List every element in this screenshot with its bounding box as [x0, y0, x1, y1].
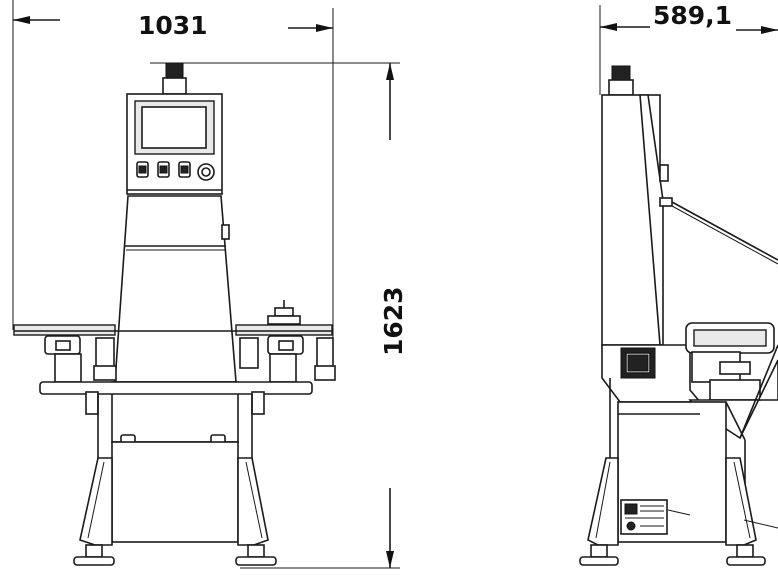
width-dimension: 1031 [12, 0, 334, 370]
side-foot-right [736, 544, 754, 558]
side-foot-left [590, 544, 608, 558]
front-foot-left [85, 544, 103, 558]
depth-dimension: 589,1 [599, 1, 778, 95]
side-top-connector [611, 65, 631, 81]
side-view [579, 65, 778, 566]
width-dimension-label: 1031 [138, 11, 208, 40]
front-conveyor-left [13, 324, 116, 336]
depth-dimension-label: 589,1 [653, 1, 732, 30]
front-base-cabinet [111, 441, 239, 543]
front-leg-right [237, 457, 269, 546]
front-foot-right [247, 544, 265, 558]
front-top-connector [165, 62, 184, 79]
side-leg-right [725, 457, 757, 546]
emergency-stop-icon [197, 163, 215, 181]
front-conveyor-right [235, 324, 333, 336]
front-view [13, 62, 336, 566]
height-dimension-label: 1623 [379, 286, 408, 356]
front-column [114, 195, 237, 383]
height-dimension: 1623 [150, 62, 408, 569]
